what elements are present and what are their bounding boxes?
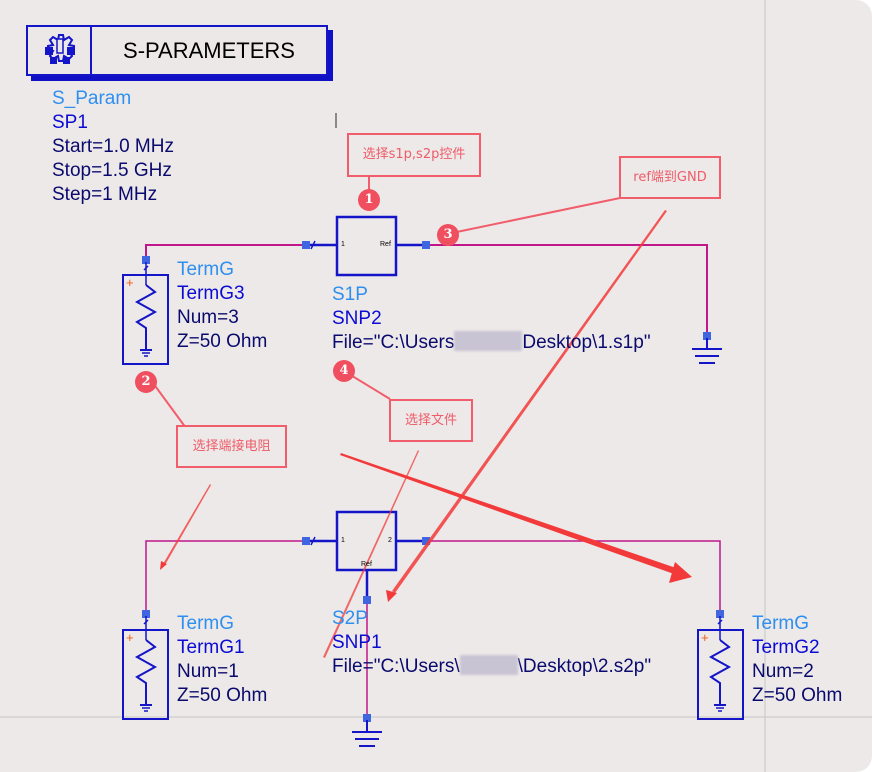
callout-select-snp: 选择s1p,s2p控件 [347,133,481,177]
file-path-suffix: Desktop\1.s1p" [522,332,651,353]
ground-symbol[interactable] [352,714,382,747]
pin-label: 1 [341,537,345,544]
callout-badge-4: 4 [333,360,355,382]
s1p-component[interactable] [306,215,426,277]
termg3-labels[interactable]: TermG TermG3 Num=3 Z=50 Ohm [177,258,267,354]
pin-node[interactable] [363,596,371,604]
component-instance: SNP1 [332,632,382,653]
callout-select-term: 选择端接电阻 [176,425,287,468]
component-type: TermG [177,259,234,280]
annotation-arrow [160,484,211,570]
file-path-suffix: \Desktop\2.s2p" [517,656,652,677]
wire[interactable] [145,540,306,613]
component-type: TermG [752,613,809,634]
param-z: Z=50 Ohm [752,685,843,706]
file-path-prefix: File="C:\Users [332,332,455,353]
s1p-labels[interactable]: S1P SNP2 File="C:\Users Desktop\1.s1p" [332,283,651,355]
component-instance: TermG2 [752,637,820,658]
file-path-prefix: File="C:\Users\ [332,656,460,677]
polarity-plus: + [126,630,134,645]
polarity-plus: + [701,630,709,645]
component-instance: SP1 [52,112,88,133]
termg3-symbol[interactable] [122,256,169,365]
param-z: Z=50 Ohm [177,331,268,352]
component-type: S2P [332,608,368,629]
sparam-title: S-PARAMETERS [123,38,295,63]
termg1-symbol[interactable] [122,610,169,720]
component-instance: SNP2 [332,308,382,329]
s2p-labels[interactable]: S2P SNP1 File="C:\Users\ \Desktop\2.s2p" [332,607,651,679]
param-file: File="C:\Users\ \Desktop\2.s2p" [332,655,651,679]
pin-node[interactable] [422,537,430,545]
pin-label: Ref [380,241,391,248]
component-instance: TermG3 [177,283,245,304]
component-instance: TermG1 [177,637,245,658]
pin-node[interactable] [302,241,310,249]
wire[interactable] [145,244,306,259]
param-num: Num=3 [177,307,239,328]
wire[interactable] [426,540,721,613]
wire[interactable] [426,244,708,334]
param-stop: Stop=1.5 GHz [52,160,172,181]
param-num: Num=1 [177,661,239,682]
gear-icon [28,27,92,74]
pin-label: 1 [341,241,345,248]
callout-leader [152,382,187,429]
termg2-symbol[interactable] [697,610,744,720]
redacted-username [459,655,518,675]
termg2-labels[interactable]: TermG TermG2 Num=2 Z=50 Ohm [752,612,842,708]
component-type: TermG [177,613,234,634]
component-type: S_Param [52,88,132,109]
termg1-labels[interactable]: TermG TermG1 Num=1 Z=50 Ohm [177,612,267,708]
pin-node[interactable] [422,241,430,249]
annotation-arrow [340,453,692,583]
callout-ref-gnd: ref端到GND [619,156,721,199]
pin-node[interactable] [302,537,310,545]
callout-badge-3: 3 [437,224,459,246]
sparam-controller-box[interactable]: S-PARAMETERS [26,25,328,76]
annotation-arrow [323,450,419,658]
pin-label: 2 [388,537,392,544]
sparam-labels[interactable]: S_Param SP1 Start=1.0 MHz Stop=1.5 GHz S… [52,87,174,207]
polarity-plus: + [126,275,134,290]
callout-badge-2: 2 [135,371,157,393]
ground-symbol[interactable] [692,332,722,364]
callout-select-file: 选择文件 [389,399,473,442]
s2p-component[interactable] [306,510,426,600]
callout-leader [446,197,621,235]
pin-label: Ref [361,561,372,568]
callout-badge-1: 1 [358,189,380,211]
param-start: Start=1.0 MHz [52,136,174,157]
text-cursor [335,113,337,128]
component-type: S1P [332,284,368,305]
param-file: File="C:\Users Desktop\1.s1p" [332,331,651,355]
param-z: Z=50 Ohm [177,685,268,706]
param-step: Step=1 MHz [52,184,158,205]
redacted-username [454,331,523,351]
param-num: Num=2 [752,661,814,682]
